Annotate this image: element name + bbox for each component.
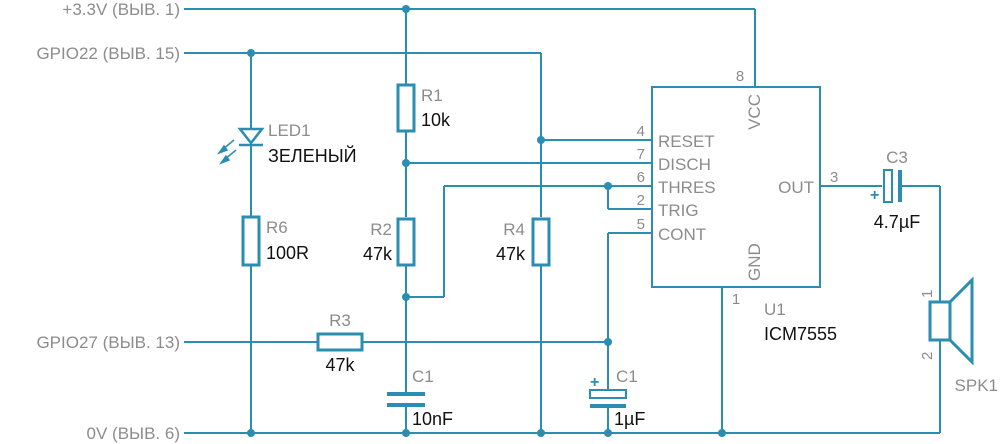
r1-ref: R1 [421, 86, 443, 105]
r4-resistor [531, 217, 551, 267]
c3-ref: C3 [886, 148, 908, 167]
junction-dots [247, 5, 726, 437]
u1-pin-out-num: 3 [830, 169, 838, 186]
spk1-pin2: 2 [919, 352, 936, 360]
r6-value: 100R [266, 243, 309, 263]
net-label-gnd: 0V (ВЫВ. 6) [87, 424, 180, 443]
u1-pin-reset-num: 4 [637, 123, 645, 140]
r6-ref: R6 [266, 218, 288, 237]
u1-pin-out-name: OUT [778, 178, 814, 197]
c3-capacitor [883, 169, 902, 203]
u1-pin-thres-name: THRES [658, 178, 716, 197]
led1-symbol [216, 127, 265, 165]
c1-cont-polarity: + [590, 374, 599, 391]
c3-polarity: + [870, 187, 879, 204]
u1-pin-thres-num: 6 [637, 169, 645, 186]
timing-column [405, 9, 652, 433]
led1-ref: LED1 [268, 121, 311, 140]
reset-column [540, 53, 652, 433]
c1-timing-capacitor [387, 392, 425, 407]
r6-resistor [241, 215, 261, 267]
r1-resistor [396, 83, 416, 133]
r3-ref: R3 [329, 311, 351, 330]
spk1-ref: SPK1 [955, 376, 998, 395]
c1-cont-capacitor [589, 389, 627, 408]
r2-value: 47k [363, 244, 393, 264]
u1-pin-disch-num: 7 [637, 146, 645, 163]
c3-value: 4.7µF [874, 212, 920, 232]
r2-ref: R2 [370, 220, 392, 239]
spk1-speaker [928, 276, 974, 366]
r1-value: 10k [421, 110, 451, 130]
net-rails [184, 8, 940, 434]
u1-ic-body [651, 86, 821, 288]
net-label-gpio27: GPIO27 (ВЫВ. 13) [36, 333, 180, 352]
u1-pin-cont-num: 5 [637, 216, 645, 233]
u1-pin-trig-name: TRIG [658, 201, 699, 220]
u1-ref: U1 [764, 300, 786, 319]
u1-pin-gnd-name: GND [745, 243, 764, 281]
u1-pin-gnd-num: 1 [732, 291, 740, 308]
r2-resistor [396, 217, 416, 267]
u1-pin-disch-name: DISCH [658, 155, 711, 174]
u1-pin-cont-name: CONT [658, 225, 706, 244]
trigger-column [607, 186, 652, 433]
net-label-vcc: +3.3V (ВЫВ. 1) [62, 0, 180, 19]
spk1-wiring [902, 185, 941, 433]
spk1-pin1: 1 [919, 290, 936, 298]
c1-timing-ref: C1 [412, 367, 434, 386]
u1-pin-vcc-num: 8 [736, 68, 744, 85]
led-emission-arrows [216, 139, 237, 165]
net-label-gpio22: GPIO22 (ВЫВ. 15) [36, 44, 180, 63]
u1-pin-trig-num: 2 [637, 192, 645, 209]
r4-ref: R4 [503, 220, 525, 239]
r3-value: 47k [325, 355, 355, 375]
r4-value: 47k [496, 244, 526, 264]
c1-cont-ref: C1 [616, 367, 638, 386]
u1-value: ICM7555 [764, 324, 837, 344]
led1-value: ЗЕЛЕНЫЙ [268, 145, 357, 166]
u1-pin-vcc-name: VCC [745, 94, 764, 130]
c1-timing-value: 10nF [412, 409, 453, 429]
c1-cont-value: 1µF [614, 409, 645, 429]
u1-pin-reset-name: RESET [658, 132, 715, 151]
r3-resistor [316, 332, 364, 352]
